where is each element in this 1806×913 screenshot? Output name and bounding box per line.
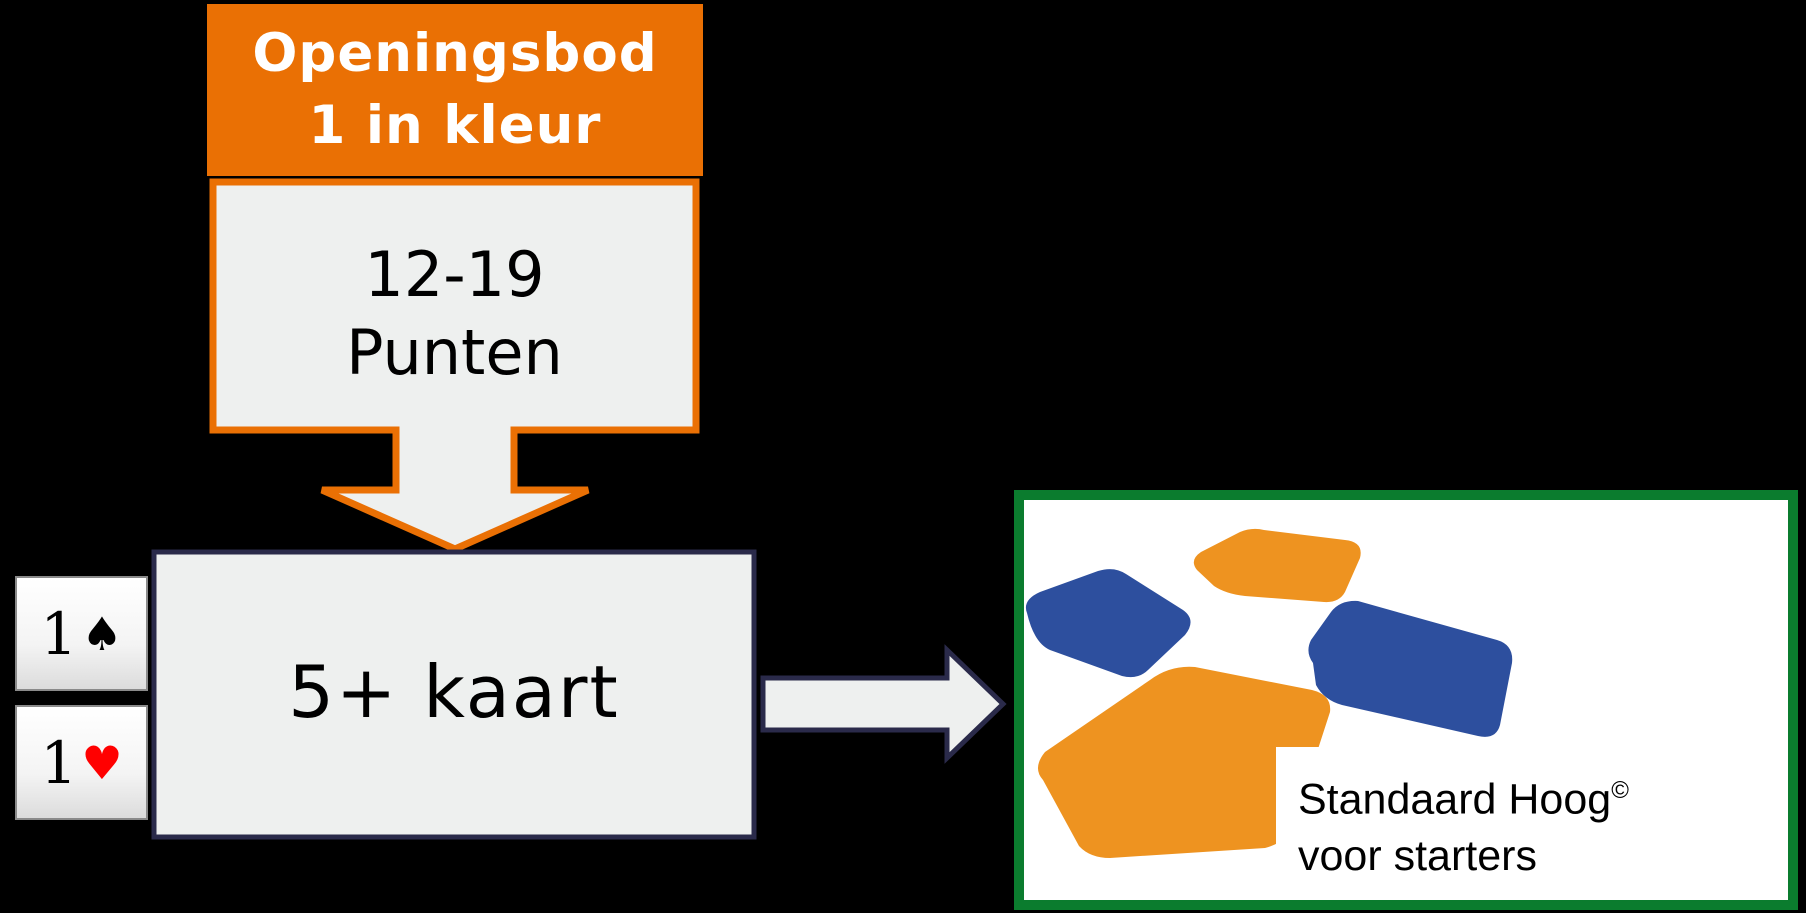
logo-subtitle: voor starters	[1298, 832, 1537, 881]
five-plus-box	[151, 549, 757, 840]
title-line-1: Openingsbod	[252, 23, 658, 84]
right-arrow	[760, 644, 1007, 764]
logo-brand-name: Standaard Hoog	[1298, 775, 1612, 824]
copyright-mark: ©	[1611, 777, 1629, 804]
spade-icon: ♠	[81, 606, 123, 661]
heart-icon: ♥	[81, 735, 123, 790]
five-plus-label: 5+ kaart	[288, 650, 620, 734]
bid-1-hearts: 1 ♥	[15, 705, 148, 820]
logo-text-backdrop	[1276, 747, 1676, 867]
logo-tile-blue-right	[1308, 600, 1513, 737]
bid-level: 1	[40, 599, 78, 668]
points-down-arrow	[209, 178, 700, 553]
opening-bid-title: Openingsbod 1 in kleur	[207, 4, 703, 176]
logo-tile-orange-bottom	[1037, 666, 1331, 858]
logo-caption: Standaard Hoog© voor starters	[1298, 762, 1629, 885]
title-line-2: 1 in kleur	[308, 95, 602, 156]
points-range: 12-19	[364, 238, 545, 311]
points-unit: Punten	[346, 316, 563, 389]
points-label: 12-19 Punten	[213, 236, 696, 392]
bid-level: 1	[40, 728, 78, 797]
logo-tile-blue-left	[1025, 569, 1191, 678]
logo-tile-orange-top	[1193, 528, 1361, 603]
bid-1-spades: 1 ♠	[15, 576, 148, 691]
